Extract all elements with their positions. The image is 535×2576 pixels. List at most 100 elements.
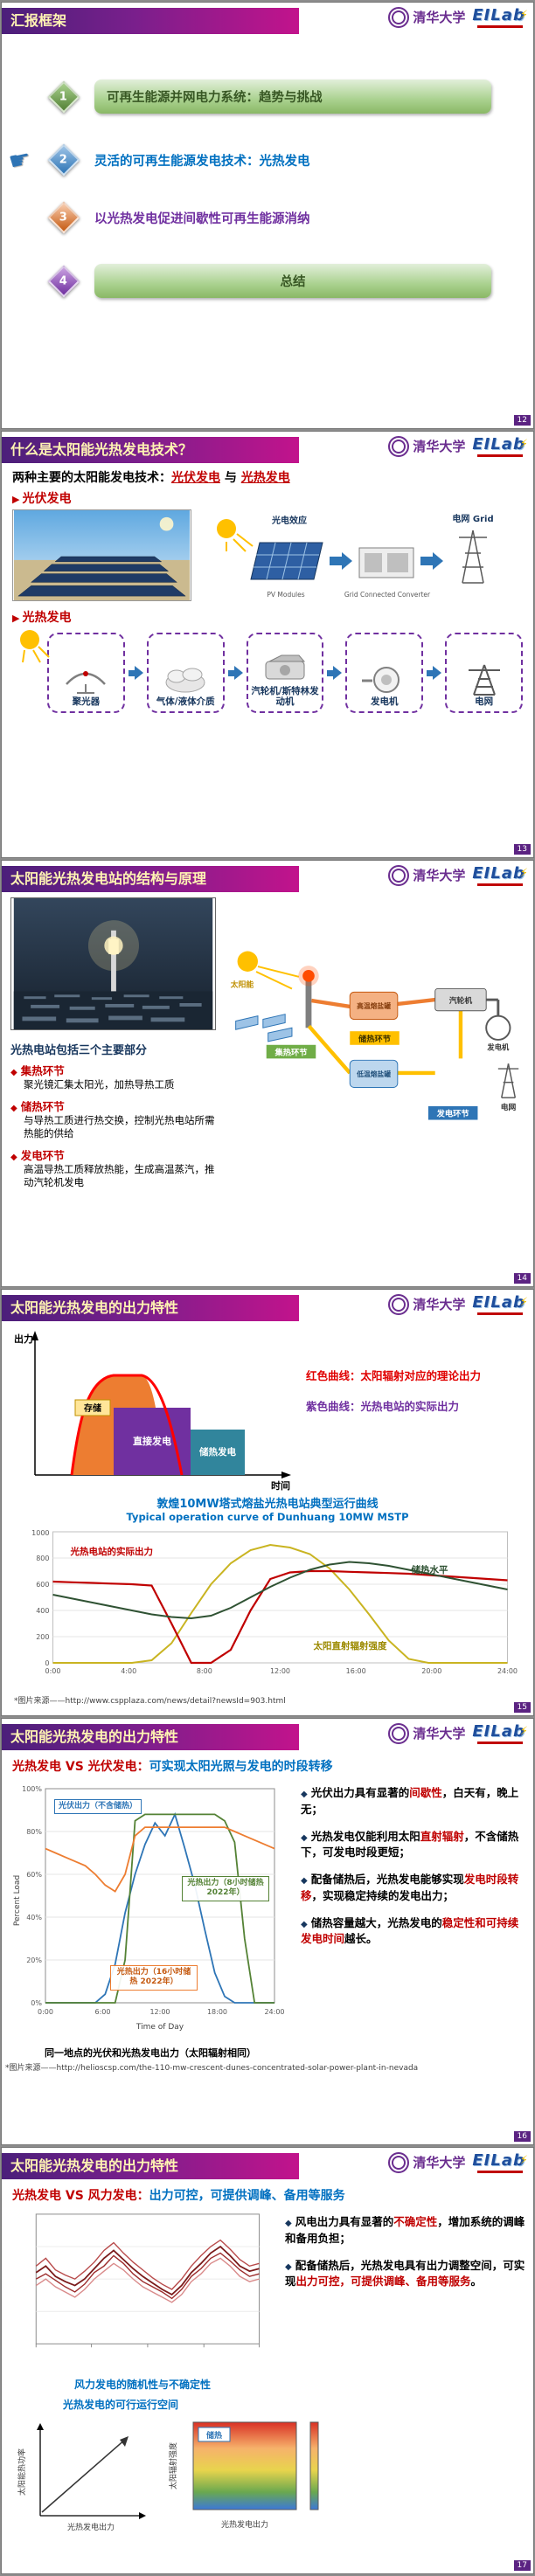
eilab-underline [477, 883, 524, 886]
tsinghua-emblem-icon [388, 6, 410, 28]
svg-text:800: 800 [36, 1555, 49, 1562]
flow-step-generator: 发电机 [345, 633, 424, 713]
diamond-bullet-icon: ◆ [301, 1919, 308, 1929]
comparison-heading-blue: 出力可控，可提供调峰、备用等服务 [149, 2189, 345, 2203]
slide-header: 汇报框架 清华大学 EILab⚡ [2, 3, 533, 38]
agenda-item-3: 3 以光热发电促进间歇性可再生能源消纳 [47, 201, 491, 234]
tsinghua-wordmark: 清华大学 [413, 1726, 466, 1742]
turbine-icon [434, 987, 487, 1012]
callout-csp-16h: 光热出力（16小时储热 2022年） [110, 1965, 198, 1991]
tsinghua-logo: 清华大学 [388, 435, 465, 457]
tsinghua-emblem-icon [388, 2151, 410, 2173]
generate-stage-badge [427, 1105, 478, 1120]
slide-content: 0% 20% 40% 60% 80% 100% 0:00 6:00 12:00 … [2, 1778, 533, 2060]
svg-text:400: 400 [36, 1607, 49, 1615]
slide-title: 太阳能光热发电站的结构与原理 [10, 870, 207, 887]
structure-bullet-store: 储热环节 与导热工质进行热交换，控制光热电站所需热能的供给 [10, 1098, 219, 1141]
bullet-item: ◆储热容量越大，光热发电的稳定性和可持续发电时间越长。 [301, 1915, 519, 1946]
page-number: 13 [513, 844, 531, 855]
pv-effect-label: 光电效应 [271, 515, 307, 526]
collect-stage-badge [266, 1044, 316, 1059]
feasible-region-charts: 太阳能热功率 光热发电出力 [14, 2415, 533, 2538]
eilab-wordmark: EILab [472, 2151, 525, 2170]
colorbar [309, 2421, 319, 2510]
pv-section-heading: 光伏发电 [12, 489, 523, 507]
svg-text:12:00: 12:00 [149, 2008, 170, 2016]
diamond-bullet-icon: ◆ [301, 1790, 308, 1799]
bullet-item: ◆光热发电仅能利用太阳直射辐射，不含储热下，可发电时段更短； [301, 1829, 519, 1859]
slide-header: 太阳能光热发电站的结构与原理 清华大学 EILab⚡ [2, 861, 533, 896]
slide-csp-structure: 太阳能光热发电站的结构与原理 清华大学 EILab⚡ [1, 860, 534, 1287]
svg-text:储热环节: 储热环节 [358, 1034, 391, 1044]
svg-text:4:00: 4:00 [121, 1667, 136, 1675]
svg-text:存储: 存储 [84, 1402, 101, 1414]
lightning-icon: ⚡ [519, 9, 528, 22]
callout-csp-8h: 光热出力（8小时储热 2022年） [182, 1876, 269, 1901]
slide-report-framework: 汇报框架 清华大学 EILab⚡ 1 可再生能源并网电力系统：趋势与挑战 ☛ [1, 2, 534, 429]
svg-text:0: 0 [45, 1659, 49, 1667]
bullet-desc: 高温导热工质释放热能，生成高温蒸汽，推动汽轮机发电 [24, 1162, 215, 1189]
agenda-number: 3 [59, 211, 68, 225]
bullet-head: 集热环节 [10, 1064, 65, 1077]
tsinghua-logo: 清华大学 [388, 1722, 466, 1744]
tsinghua-logo: 清华大学 [388, 2151, 465, 2173]
y-axis-ticks: 0 200 400 600 800 1000 [31, 1529, 49, 1667]
y-axis-label: 太阳辐射强度 [168, 2442, 178, 2489]
svg-text:储热发电: 储热发电 [199, 1446, 236, 1458]
svg-text:1000: 1000 [31, 1529, 49, 1537]
intro-mid: 与 [220, 471, 241, 485]
dunhuang-operation-chart: 0 200 400 600 800 1000 0:00 4:00 8:00 12… [31, 1529, 518, 1675]
agenda-item-1: 1 可再生能源并网电力系统：趋势与挑战 [47, 80, 491, 114]
eilab-underline [477, 1312, 524, 1315]
tsinghua-wordmark: 清华大学 [413, 1297, 466, 1312]
csp-output-concept-chart: 出力 时间 存储 直接发电 储热发电 [14, 1331, 291, 1492]
operating-envelope-line [41, 2438, 127, 2513]
lightning-icon: ⚡ [519, 1296, 528, 1309]
eilab-underline [477, 25, 524, 28]
page-number: 14 [513, 1273, 531, 1284]
slide-header: 什么是太阳能光热发电技术？ 清华大学 EILab⚡ [2, 432, 533, 467]
bullet-head: 发电环节 [10, 1149, 65, 1162]
caption-en: Typical operation curve of Dunhuang 10MW… [126, 1511, 409, 1523]
svg-text:20%: 20% [26, 1956, 42, 1964]
csp-section-heading: 光热发电 [12, 608, 523, 626]
comparison-heading-blue: 可实现太阳光照与发电的时段转移 [149, 1760, 333, 1774]
lightning-icon: ⚡ [519, 2154, 528, 2167]
slide-title-bar: 太阳能光热发电的出力特性 [2, 1295, 299, 1321]
slide-csp-vs-wind: 太阳能光热发电的出力特性 清华大学 EILab⚡ 光热发电 VS 风力发电：出力… [1, 2147, 534, 2574]
wind-scenario-series [35, 2257, 260, 2303]
slide-title: 太阳能光热发电的出力特性 [10, 2157, 179, 2174]
sun-icon [237, 951, 258, 972]
arrow-right-icon [330, 552, 352, 570]
agenda-label: 总结 [94, 264, 491, 298]
generator-icon [485, 1014, 511, 1041]
logos: 清华大学 EILab⚡ [386, 863, 530, 887]
svg-text:电网: 电网 [501, 1102, 517, 1112]
slide-csp-vs-pv: 太阳能光热发电的出力特性 清华大学 EILab⚡ 光热发电 VS 光伏发电：可实… [1, 1718, 534, 2145]
sun-label: 太阳能 [231, 979, 254, 989]
slide-title: 太阳能光热发电的出力特性 [10, 1728, 179, 1745]
agenda-label: 灵活的可再生能源发电技术：光热发电 [94, 154, 310, 169]
eilab-logo: EILab⚡ [472, 1293, 528, 1315]
bullet-desc: 聚光镜汇集太阳光，加热导热工质 [24, 1078, 175, 1091]
svg-text:24:00: 24:00 [497, 1667, 518, 1675]
svg-text:40%: 40% [26, 1914, 42, 1922]
y-axis-label: Percent Load [13, 1875, 22, 1926]
agenda-number-badge: 3 [47, 201, 80, 234]
hot-tank-icon [349, 991, 399, 1021]
svg-text:直接发电: 直接发电 [133, 1435, 171, 1447]
lightning-icon: ⚡ [519, 438, 528, 451]
feasible-region-heatmap: 储热 太阳辐射强度 光热发电出力 [168, 2421, 319, 2530]
comparison-heading-red: 光热发电 VS 光伏发电： [12, 1760, 149, 1774]
agenda-list: 1 可再生能源并网电力系统：趋势与挑战 ☛ 2 灵活的可再生能源发电技术：光热发… [6, 80, 491, 298]
storage-tag-label: 储热 [206, 2430, 222, 2441]
x-axis-ticks: 0:00 4:00 8:00 12:00 16:00 20:00 24:00 [45, 1667, 518, 1675]
storage-tag-box [198, 2427, 231, 2442]
bullet-item: ◆光伏出力具有显著的间歇性，白天有，晚上无； [301, 1786, 519, 1816]
arrow-right-icon [420, 552, 443, 570]
x-axis-ticks: 0:00 6:00 12:00 18:00 24:00 [38, 2008, 285, 2016]
x-axis-label: 光热发电出力 [67, 2522, 115, 2532]
agenda-number-badge: 4 [47, 265, 80, 297]
slide-header: 太阳能光热发电的出力特性 清华大学 EILab⚡ [2, 1290, 533, 1325]
flow-step-label: 电网 [475, 696, 494, 708]
